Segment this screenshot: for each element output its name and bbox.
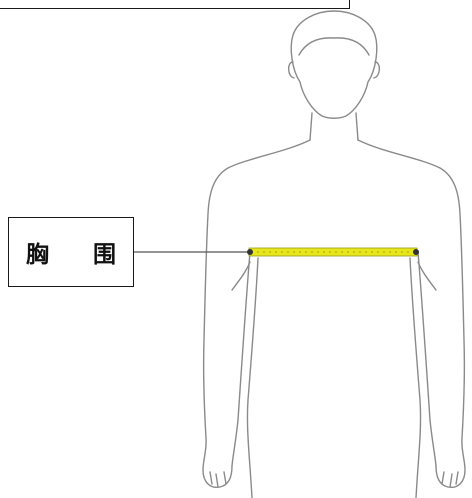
left-finger-2: [215, 473, 219, 488]
right-shoulder-arm: [357, 139, 466, 489]
right-inner-arm: [417, 251, 437, 467]
head-outline: [290, 10, 378, 119]
right-finger-1: [455, 471, 459, 485]
measurement-label: 胸 围: [25, 242, 134, 268]
left-finger-3: [223, 471, 227, 485]
tape-right-end: [413, 249, 419, 255]
hairline: [298, 37, 370, 56]
neck-right: [355, 112, 359, 141]
right-torso-side: [409, 257, 422, 498]
body-outline: [202, 10, 466, 498]
neck-left: [309, 112, 313, 141]
chest-measuring-tape: [247, 247, 419, 257]
left-ear: [287, 61, 295, 79]
left-finger-1: [209, 471, 213, 485]
measurement-label-box: 胸 围: [8, 217, 134, 287]
right-armpit-crease: [417, 261, 437, 291]
tape-left-end: [247, 249, 253, 255]
left-inner-arm: [231, 251, 251, 467]
measuring-tape-band: [248, 247, 418, 257]
left-torso-side: [246, 257, 259, 498]
left-armpit-crease: [231, 261, 251, 291]
left-shoulder-arm: [202, 139, 311, 489]
right-finger-3: [441, 471, 445, 485]
right-finger-2: [449, 473, 453, 488]
top-label-box: [0, 0, 350, 9]
right-ear: [373, 61, 381, 79]
